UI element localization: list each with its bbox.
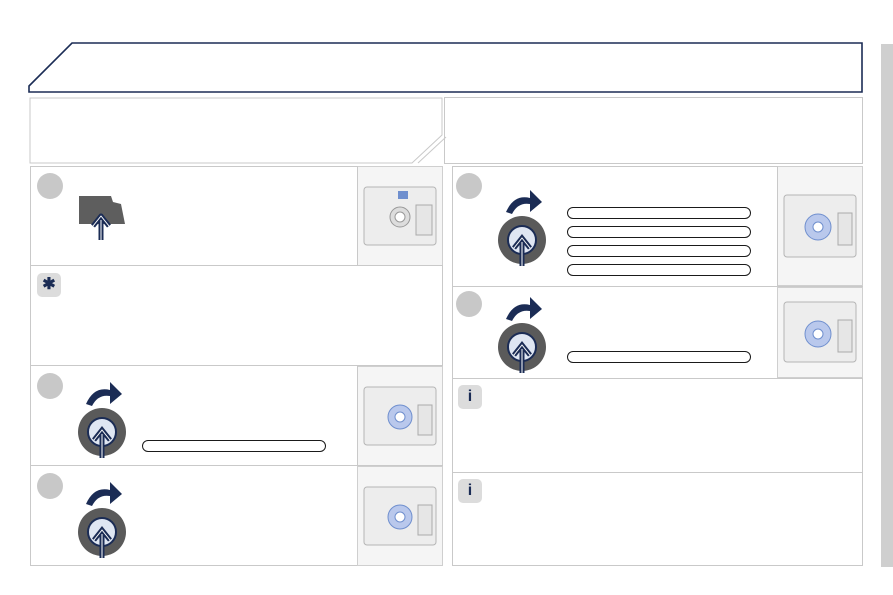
left-divider-3 bbox=[30, 465, 443, 466]
info-icon: i bbox=[467, 482, 473, 499]
radio-panel-thumbnail bbox=[777, 287, 863, 378]
info-icon-box: i bbox=[458, 479, 482, 503]
rotary-knob-icon bbox=[78, 482, 126, 558]
radio-panel-thumbnail bbox=[777, 166, 863, 286]
left-step-3 bbox=[30, 466, 443, 566]
step-number-circle bbox=[456, 173, 482, 199]
menu-option-bar[interactable] bbox=[142, 440, 326, 452]
right-divider-3 bbox=[452, 472, 863, 473]
radio-panel-thumbnail bbox=[357, 166, 443, 266]
right-vertical-divider bbox=[777, 166, 778, 378]
left-divider-1 bbox=[30, 265, 443, 266]
menu-option-bar[interactable] bbox=[567, 264, 751, 276]
menu-option-bar[interactable] bbox=[567, 351, 751, 363]
menu-option-bar[interactable] bbox=[567, 226, 751, 238]
left-vertical-divider-1 bbox=[357, 166, 358, 266]
right-step-1 bbox=[452, 166, 863, 286]
rotary-knob-icon bbox=[498, 190, 546, 266]
step-number-circle bbox=[37, 373, 63, 399]
step-number-circle bbox=[37, 473, 63, 499]
menu-option-bar[interactable] bbox=[567, 245, 751, 257]
radio-panel-thumbnail bbox=[357, 366, 443, 466]
step-number-circle bbox=[37, 173, 63, 199]
chapter-sidebar-strip bbox=[881, 44, 893, 567]
step-number-circle bbox=[456, 291, 482, 317]
right-divider-1 bbox=[452, 286, 863, 287]
rotary-knob-icon bbox=[78, 382, 126, 458]
right-step-2 bbox=[452, 287, 863, 378]
tip-icon-box: ✱ bbox=[37, 273, 61, 297]
right-divider-2 bbox=[452, 378, 863, 379]
eject-button-icon bbox=[79, 196, 125, 240]
intro-panel-right bbox=[444, 97, 863, 164]
left-step-1 bbox=[30, 166, 443, 266]
left-divider-2 bbox=[30, 365, 443, 366]
left-step-2 bbox=[30, 366, 443, 466]
info-icon: i bbox=[467, 388, 473, 405]
info-icon-box: i bbox=[458, 385, 482, 409]
rotary-knob-icon bbox=[498, 297, 546, 373]
sun-tip-icon: ✱ bbox=[42, 276, 56, 293]
radio-panel-thumbnail bbox=[357, 466, 443, 566]
menu-option-bar[interactable] bbox=[567, 207, 751, 219]
page-header-banner bbox=[28, 42, 863, 93]
intro-panel-left bbox=[29, 97, 447, 164]
